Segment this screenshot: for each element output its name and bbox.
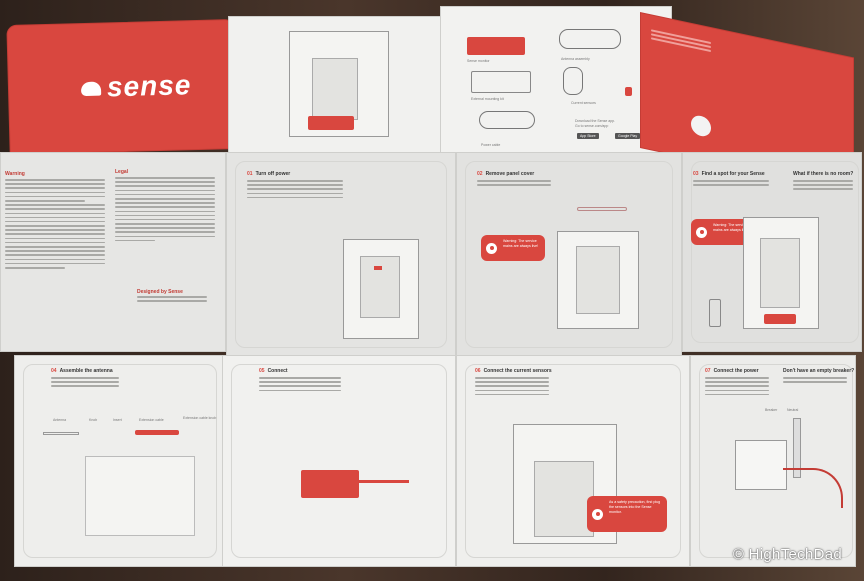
sensor-plug: [625, 87, 632, 96]
breaker-panel-illustration: [343, 239, 419, 339]
antenna-illustration: [559, 29, 621, 49]
part-label: Knob: [89, 418, 98, 422]
cover-panel: sense: [6, 19, 238, 155]
sense-monitor-illustration: [308, 116, 354, 130]
breaker-panel-illustration: [513, 424, 617, 544]
step-03-side-title: What if there is no room?: [793, 171, 854, 177]
mounting-kit-illustration: [471, 71, 531, 93]
box-contents-label: [457, 21, 458, 25]
step-07-side-title: Don't have an empty breaker?: [783, 368, 855, 374]
designed-by-title: Designed by Sense: [137, 289, 183, 295]
neutral-label: Neutral: [787, 408, 799, 412]
main-breaker: [374, 266, 382, 270]
item-label: Current sensors: [571, 101, 596, 105]
watermark: © HighTechDad: [732, 546, 842, 563]
part-label: Insert: [113, 418, 122, 422]
power-cable-illustration: [479, 111, 535, 129]
item-label: Sense monitor: [467, 59, 490, 63]
sense-monitor-illustration: [764, 314, 796, 324]
breaker-illustration: [735, 440, 787, 490]
antenna-illustration: [43, 432, 79, 435]
google-play-badge[interactable]: Google Play: [615, 133, 641, 139]
breaker-panel-illustration: [743, 217, 819, 329]
panel-warning-legal: Warning Legal Designed by Sense: [0, 152, 226, 352]
current-sensors-illustration: [563, 67, 583, 95]
part-label: Extension cable: [139, 418, 164, 422]
download-text: Download the Sense app.: [575, 119, 616, 123]
part-label: Antenna: [53, 418, 67, 422]
warning-title: Warning: [5, 171, 25, 177]
screwdriver-icon: [577, 207, 627, 211]
mounting-bracket-illustration: [709, 299, 721, 327]
part-label: Extension cable knob: [183, 416, 217, 420]
item-label: External mounting kit: [471, 97, 504, 101]
cable-illustration: [359, 480, 409, 483]
breaker-label: Breaker: [765, 408, 778, 412]
breaker-panel-illustration: [289, 31, 389, 137]
panel-contents: Sense monitor External mounting kit Powe…: [440, 6, 672, 156]
breaker-panel-illustration: [557, 231, 639, 329]
brand-logo: sense: [106, 69, 192, 103]
sense-logo-icon: [691, 113, 711, 139]
legal-title: Legal: [115, 169, 129, 175]
extension-cable-illustration: [135, 430, 179, 435]
breaker-panel-illustration: [85, 456, 195, 536]
safety-callout: As a safety precaution, first plug the s…: [587, 496, 667, 532]
warning-icon: [696, 226, 707, 238]
warning-icon: [486, 242, 497, 254]
warning-callout: Warning: The service mains are always li…: [481, 235, 545, 261]
download-url: Go to sense.com/app: [575, 124, 609, 128]
item-label: Antenna assembly: [561, 57, 590, 61]
panel-overview: [228, 16, 444, 156]
sense-monitor-illustration: [467, 37, 525, 55]
house-icon: [80, 81, 102, 97]
item-label: Power cable: [481, 143, 501, 147]
sense-monitor-illustration: [301, 470, 359, 498]
info-icon: [592, 508, 603, 520]
app-store-badge[interactable]: App Store: [577, 133, 599, 139]
